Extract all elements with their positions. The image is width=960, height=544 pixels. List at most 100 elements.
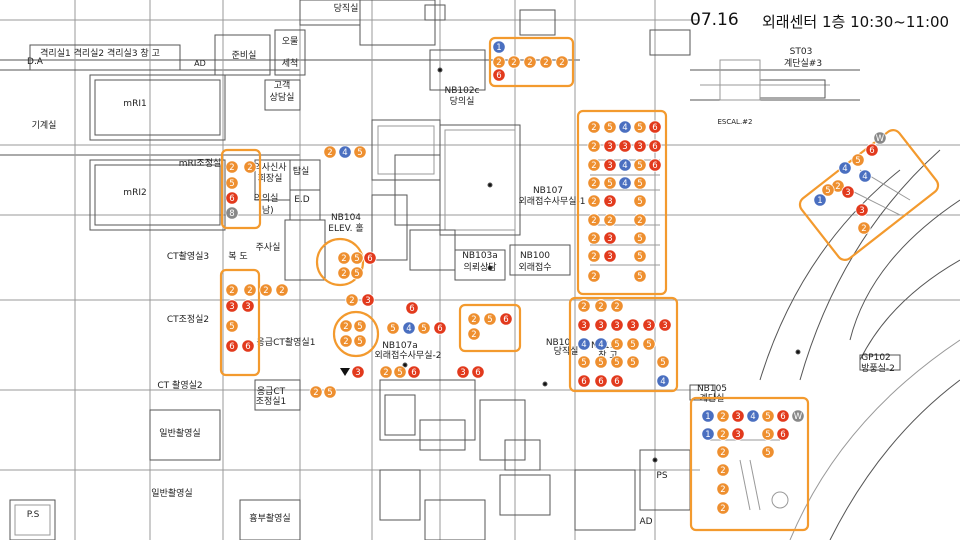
staff-marker-number: 5: [630, 358, 635, 368]
staff-marker-number: 5: [397, 368, 402, 378]
staff-marker-number: 6: [652, 123, 657, 133]
staff-marker: [587, 194, 601, 208]
room-label: AD: [639, 517, 652, 527]
highlight-box: [576, 109, 668, 296]
highlight-box: [458, 303, 522, 353]
staff-marker-number: 3: [607, 252, 612, 262]
staff-marker-number: 5: [825, 186, 830, 196]
staff-marker: [539, 55, 553, 69]
room-label: CT촬영실3: [167, 251, 209, 262]
staff-marker-number: W: [794, 412, 803, 422]
staff-marker: [338, 145, 352, 159]
staff-marker: [873, 131, 887, 145]
staff-marker: [492, 40, 506, 54]
staff-marker: [492, 68, 506, 82]
staff-marker-number: 2: [229, 163, 234, 173]
staff-marker: [467, 327, 481, 341]
staff-marker-number: 6: [496, 71, 501, 81]
staff-marker: [405, 301, 419, 315]
staff-marker: [402, 321, 416, 335]
room-label: 당직실: [334, 3, 359, 14]
staff-marker: [626, 355, 640, 369]
staff-marker: [633, 120, 647, 134]
room-label: 흉부촬영실: [249, 512, 290, 524]
room-label: 복 도: [228, 251, 247, 262]
staff-marker: [603, 249, 617, 263]
staff-marker-number: 8: [229, 209, 234, 219]
staff-marker-number: 3: [637, 142, 642, 152]
staff-marker-number: 6: [229, 194, 234, 204]
staff-marker-number: 6: [581, 377, 586, 387]
room-label: 계단실#3: [784, 57, 822, 69]
staff-marker: [648, 158, 662, 172]
staff-marker: [523, 55, 537, 69]
staff-marker: [658, 318, 672, 332]
staff-marker: [492, 55, 506, 69]
staff-marker: [225, 160, 239, 174]
staff-marker-number: 5: [607, 179, 612, 189]
staff-marker: [633, 176, 647, 190]
room-label: 외래접수사무실-1: [519, 195, 586, 207]
room-label: ESCAL.#2: [718, 118, 753, 126]
staff-marker-number: 2: [327, 148, 332, 158]
staff-marker-number: 2: [720, 485, 725, 495]
staff-marker-number: 5: [637, 123, 642, 133]
room-label: 회장실: [258, 173, 283, 184]
staff-marker: [323, 145, 337, 159]
staff-marker-number: 3: [607, 234, 612, 244]
staff-marker-number: 2: [835, 182, 840, 192]
staff-marker-number: 6: [245, 342, 250, 352]
staff-marker-number: 2: [591, 272, 596, 282]
staff-marker: [610, 337, 624, 351]
staff-marker: [363, 251, 377, 265]
staff-marker-number: 5: [229, 179, 234, 189]
highlight-box: [689, 396, 810, 532]
staff-marker-number: 3: [607, 142, 612, 152]
staff-marker: [339, 334, 353, 348]
staff-marker: [456, 365, 470, 379]
staff-marker-number: 6: [652, 142, 657, 152]
staff-marker-number: 3: [630, 321, 635, 331]
staff-marker: [761, 445, 775, 459]
staff-marker: [618, 158, 632, 172]
room-label: 외래접수: [518, 261, 551, 273]
staff-marker: [471, 365, 485, 379]
staff-marker: [855, 203, 869, 217]
staff-marker-number: 2: [341, 254, 346, 264]
staff-marker-number: 5: [637, 252, 642, 262]
staff-marker-number: 4: [660, 377, 665, 387]
staff-marker-number: 5: [598, 358, 603, 368]
staff-marker: [225, 319, 239, 333]
staff-marker-number: 5: [357, 148, 362, 158]
staff-marker-number: 3: [622, 142, 627, 152]
highlight-boxes: [219, 36, 940, 532]
staff-marker: [813, 193, 827, 207]
staff-marker: [225, 191, 239, 205]
room-label: 격리실1 격리실2 격리실3 창 고: [40, 47, 160, 59]
staff-marker: [716, 482, 730, 496]
staff-marker-number: 5: [354, 269, 359, 279]
staff-marker: [594, 318, 608, 332]
room-label: 방풍실-2: [861, 363, 895, 374]
room-label: 창 고: [598, 350, 617, 361]
staff-marker: [386, 321, 400, 335]
room-label: AD: [194, 59, 206, 68]
staff-marker-number: 6: [869, 146, 874, 156]
staff-marker: [858, 169, 872, 183]
staff-marker-number: 2: [383, 368, 388, 378]
staff-marker-number: 2: [313, 388, 318, 398]
staff-marker-number: 2: [471, 330, 476, 340]
staff-marker: [603, 213, 617, 227]
staff-marker: [821, 183, 835, 197]
staff-marker-number: 2: [861, 224, 866, 234]
staff-marker-number: 6: [503, 315, 508, 325]
staff-marker-number: 1: [817, 196, 822, 206]
room-label: (남): [258, 205, 273, 216]
staff-marker: [587, 249, 601, 263]
staff-marker: [577, 318, 591, 332]
staff-marker: [225, 176, 239, 190]
staff-marker-number: 5: [357, 337, 362, 347]
